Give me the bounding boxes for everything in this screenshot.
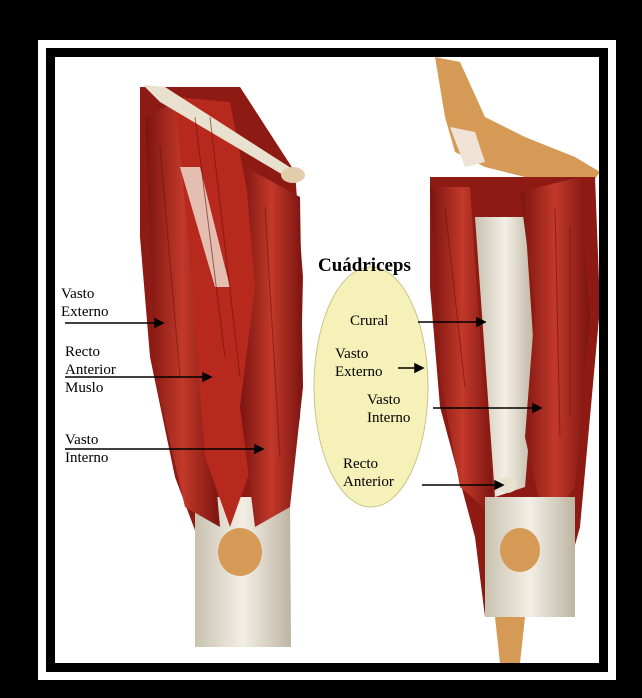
left-thigh-illustration [140,85,305,647]
label-left-vasto-externo: Vasto Externo [61,285,108,321]
anatomy-illustration [55,57,599,663]
label-right-vasto-externo: Vasto Externo [335,345,382,381]
diagram-canvas: Cuádriceps Vasto Externo Recto Anterior … [55,57,599,663]
label-right-recto-anterior: Recto Anterior [343,455,394,491]
right-thigh-illustration [430,57,599,663]
label-left-vasto-interno: Vasto Interno [65,431,108,467]
label-left-recto-anterior-muslo: Recto Anterior Muslo [65,343,116,397]
label-right-vasto-interno: Vasto Interno [367,391,410,427]
label-right-crural: Crural [350,312,388,330]
diagram-title: Cuádriceps [318,255,411,277]
